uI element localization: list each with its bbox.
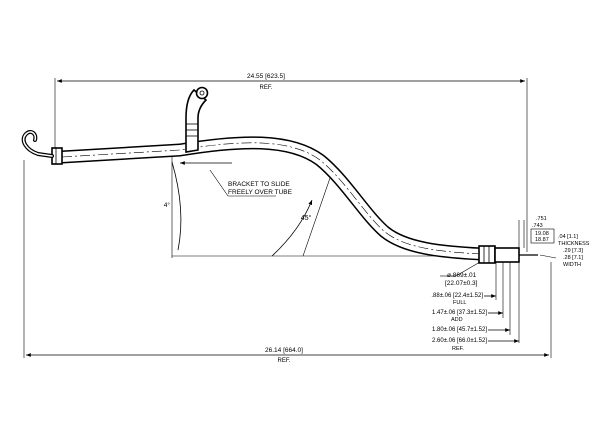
tube-dia-metric: [22.07±0.3] bbox=[445, 280, 478, 287]
rod-dia-top: .751 bbox=[536, 216, 547, 222]
bracket-note: BRACKET TO SLIDE FREELY OVER TUBE bbox=[180, 161, 293, 197]
tube-centerline bbox=[61, 142, 483, 255]
angle-references: 4° 45° bbox=[164, 150, 480, 258]
rod-metric-bot: 18.87 bbox=[535, 237, 549, 243]
top-overall-ref: REF. bbox=[259, 85, 272, 91]
mounting-bracket bbox=[185, 86, 209, 153]
bracket-note-line1: BRACKET TO SLIDE bbox=[228, 181, 290, 188]
bottom-overall-dimension: 26.14 [664.0] REF. bbox=[23, 160, 552, 364]
dim-260-ref: REF. bbox=[452, 346, 464, 352]
right-extension-lines bbox=[495, 262, 520, 343]
tube-right-end bbox=[494, 247, 520, 263]
dipstick-handle-hook bbox=[21, 129, 54, 158]
bend-angle-label: 45° bbox=[301, 214, 312, 222]
full-value: .88±.06 [22.4±1.52] bbox=[431, 293, 483, 299]
add-label: ADD bbox=[451, 317, 463, 323]
width-bot: .28 [7.1] bbox=[563, 255, 583, 261]
top-overall-dimension: 24.55 [623.5] REF. bbox=[54, 73, 528, 252]
left-angle-label: 4° bbox=[164, 201, 171, 209]
full-label: FULL bbox=[453, 300, 466, 306]
dim-260-value: 2.60±.06 [66.0±1.52] bbox=[432, 338, 487, 344]
tube-dia-value: ø.869±.01 bbox=[447, 272, 477, 279]
dipstick-tube bbox=[51, 136, 538, 264]
thickness-label: THICKNESS bbox=[558, 241, 590, 247]
rod-diameter-callout: .751 .743 19.08 18.87 bbox=[518, 216, 555, 248]
bottom-overall-ref: REF. bbox=[277, 358, 290, 364]
dim-180-value: 1.80±.06 [45.7±1.52] bbox=[432, 327, 487, 333]
tube-outline bbox=[61, 136, 483, 261]
blade-dimensions: .04 [1.1] THICKNESS .29 [7.3] .28 [7.1] … bbox=[539, 234, 590, 268]
top-overall-value: 24.55 [623.5] bbox=[247, 73, 285, 80]
rod-dia-bot: .743 bbox=[532, 223, 543, 229]
width-top: .29 [7.3] bbox=[563, 248, 583, 254]
tube-diameter-callout: ø.869±.01 [22.07±0.3] bbox=[440, 261, 481, 287]
thickness-value: .04 [1.1] bbox=[558, 234, 578, 240]
width-label: WIDTH bbox=[563, 262, 581, 268]
bracket-note-line2: FREELY OVER TUBE bbox=[228, 189, 293, 196]
tube-right-fitting bbox=[478, 245, 496, 264]
bottom-overall-value: 26.14 [664.0] bbox=[265, 347, 303, 354]
add-value: 1.47±.06 [37.3±1.52] bbox=[432, 310, 487, 316]
rod-metric-top: 19.08 bbox=[535, 231, 549, 237]
stacked-dimensions: .88±.06 [22.4±1.52] FULL 1.47±.06 [37.3±… bbox=[431, 293, 519, 352]
